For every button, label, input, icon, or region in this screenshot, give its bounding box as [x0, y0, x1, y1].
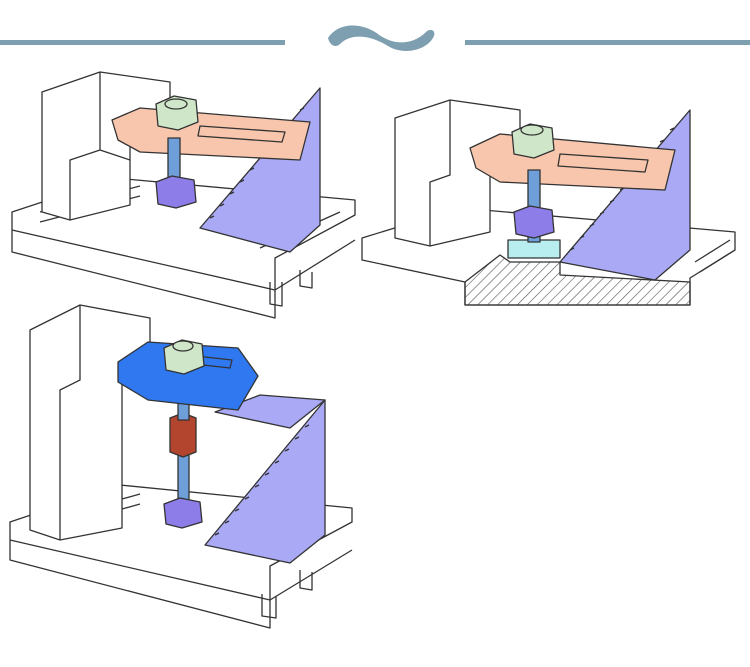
lower-nut: [513, 205, 555, 239]
lower-nut: [163, 497, 203, 529]
workpiece-edge: [59, 305, 81, 540]
workpiece-edge: [429, 100, 451, 246]
lower-nut: [155, 175, 197, 209]
header-divider: [0, 25, 750, 51]
wave-flourish-icon: [328, 25, 435, 51]
section-hatch: [464, 254, 691, 306]
t-slot-channel: [694, 239, 736, 273]
t-nut: [507, 239, 561, 259]
top-nut-washer-hole: [520, 124, 544, 136]
step-block: [204, 399, 326, 564]
top-nut-washer-hole: [164, 98, 188, 110]
table-front-edge: [11, 229, 356, 291]
strap-slot: [197, 125, 286, 143]
step-block-serrations: [214, 424, 310, 536]
clamp-setup-top-left: [11, 71, 356, 319]
clamp-setup-bottom-with-coupling: [9, 304, 353, 629]
header-rule-left: [0, 40, 285, 45]
table-front-edge: [9, 539, 353, 601]
clamp-setup-top-right-sectioned: [361, 99, 736, 306]
step-block: [559, 109, 691, 281]
top-nut-washer-hole: [172, 340, 194, 352]
workpiece-edge: [69, 72, 131, 220]
step-block: [199, 87, 321, 253]
strap-slot: [557, 153, 649, 173]
header-rule-right: [465, 40, 750, 45]
